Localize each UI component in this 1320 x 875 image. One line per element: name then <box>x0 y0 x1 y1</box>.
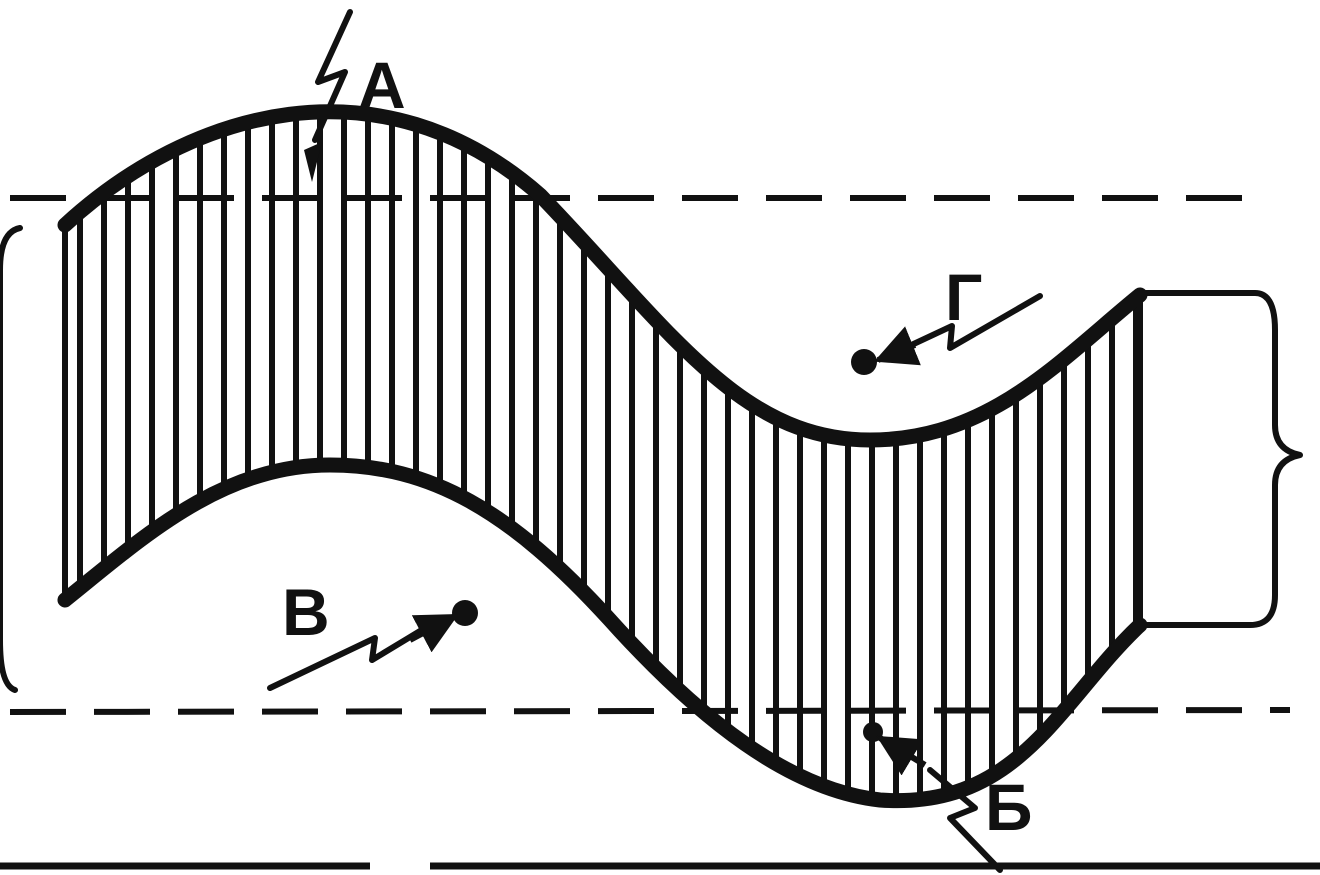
lower-dashed-line <box>9 707 1291 715</box>
marker-a-arrow <box>304 142 322 182</box>
left-brace <box>0 225 23 693</box>
label-v: В <box>282 575 330 649</box>
marker-g-dot <box>851 349 877 375</box>
marker-b-arrow <box>876 735 927 776</box>
marker-b-zigzag <box>927 767 1003 873</box>
band-bottom-edge <box>57 457 1148 809</box>
label-g: Г <box>945 260 982 334</box>
right-brace <box>1142 290 1303 628</box>
marker-a-zigzag <box>312 9 353 143</box>
band-top-edge <box>57 104 1148 448</box>
label-a: А <box>358 48 406 122</box>
marker-v-zigzag <box>267 625 428 691</box>
label-b: Б <box>985 770 1032 844</box>
marker-v-dot <box>452 600 478 626</box>
marker-g-arrow <box>874 326 921 366</box>
marker-g-zigzag <box>902 293 1043 351</box>
marker-v-arrow <box>408 613 459 653</box>
band-hatching <box>77 111 1139 801</box>
